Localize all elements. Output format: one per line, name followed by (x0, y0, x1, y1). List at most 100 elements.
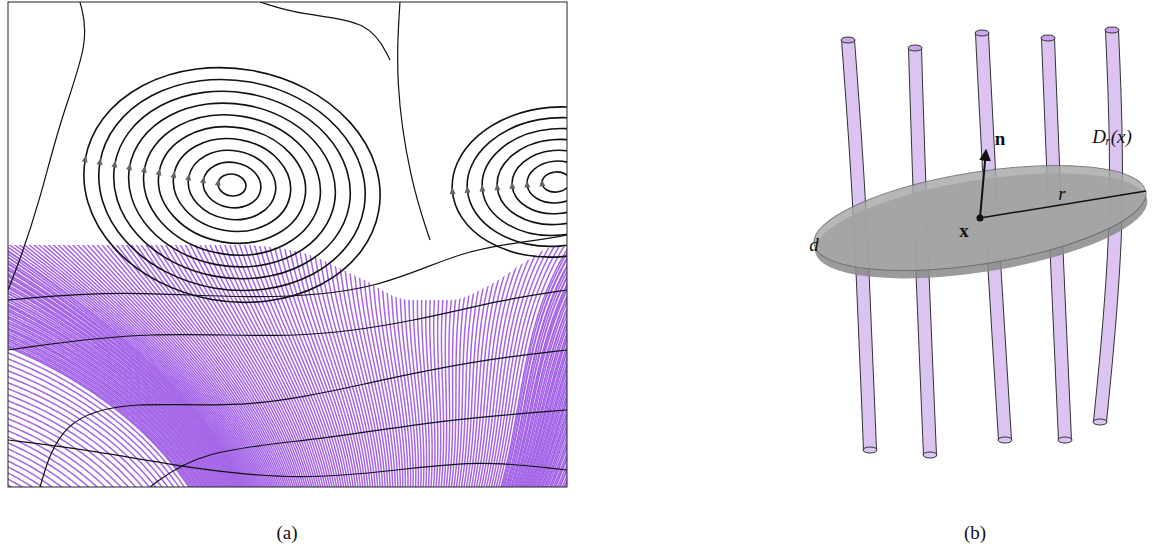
fibre-line (8, 424, 112, 487)
fibre-line (539, 406, 567, 487)
fibre-field (8, 240, 567, 487)
fibre-line (529, 364, 567, 487)
streamline (398, 2, 430, 240)
fibre-line (458, 240, 488, 487)
fibre-line (8, 358, 184, 487)
streamline (541, 171, 567, 194)
streamline (150, 410, 567, 487)
fibre-line (413, 240, 424, 487)
streamline (115, 87, 348, 283)
fibre-line (363, 240, 395, 487)
flow-arrow (494, 183, 501, 190)
flow-arrow (539, 179, 546, 186)
fibre-line (532, 376, 567, 487)
streamline (216, 172, 247, 198)
tube-cap (863, 447, 877, 453)
streamline (200, 158, 265, 213)
fibre-line (8, 430, 103, 487)
fibre-line (8, 298, 226, 487)
figure-label: r (1058, 184, 1065, 203)
flow-arrow (97, 157, 104, 165)
fibre-line (8, 400, 142, 487)
fibre-line (8, 364, 179, 487)
fibre-line (8, 310, 218, 487)
fibre-line (8, 250, 247, 487)
streamline (183, 144, 282, 227)
fibre-line (8, 394, 148, 487)
fibre-line (323, 240, 376, 487)
fibre-line (8, 304, 222, 487)
disk (807, 146, 1153, 289)
fibre-line (63, 240, 267, 487)
fibre-line (8, 454, 70, 487)
flow-panel (8, 2, 567, 487)
streamline (8, 2, 85, 290)
fibre-line (417, 240, 426, 487)
fibre-line (273, 240, 352, 487)
fibre-line (228, 240, 331, 487)
streamline (166, 129, 298, 240)
figure-label: Dᵣ(x) (1092, 127, 1131, 146)
fibre-line (534, 388, 567, 487)
streamline (525, 159, 567, 206)
fibre-line (373, 240, 401, 487)
fibre-line (511, 292, 567, 487)
fibre-line (426, 240, 433, 487)
fibre-line (8, 256, 244, 487)
fibre-line (8, 376, 168, 487)
flow-arrow (200, 176, 207, 184)
streamline (494, 135, 567, 230)
fibre-line (8, 286, 232, 487)
streamline (260, 2, 390, 60)
streamline (8, 235, 567, 300)
figure-label: (b) (964, 523, 986, 542)
streamline (40, 350, 567, 487)
tube-cap (1105, 27, 1119, 33)
streamline (509, 147, 567, 218)
fibre-line (223, 240, 329, 487)
flow-arrow (141, 165, 148, 173)
figure-label: x (959, 221, 969, 240)
fibre-line (8, 274, 237, 487)
fibre-line (8, 412, 127, 487)
fibre-line (8, 240, 238, 487)
fibre-line (505, 268, 567, 487)
fibre-line (8, 340, 199, 487)
fibre-line (338, 240, 383, 487)
fibre-line (348, 240, 388, 487)
flow-arrow (215, 178, 222, 186)
fibre-line (368, 240, 398, 487)
streamlines (8, 2, 567, 487)
figure-label: n (995, 129, 1006, 148)
streamline (82, 59, 382, 311)
streamline (132, 101, 331, 269)
streamline (462, 110, 567, 253)
fibre-line (8, 316, 215, 487)
figure-label: (a) (276, 523, 297, 542)
tube-cap (1041, 35, 1055, 41)
fibre-line (559, 472, 567, 487)
fibre-line (8, 466, 51, 487)
fibre-line (8, 460, 61, 487)
fibre-line (562, 478, 567, 487)
flow-arrow (126, 162, 133, 170)
tube-cap (841, 37, 855, 43)
tube-cap (1093, 419, 1107, 425)
fibre-line (343, 240, 386, 487)
streamline (8, 290, 567, 350)
flow-arrow (524, 180, 531, 187)
fibre-line (8, 436, 96, 487)
flow-arrow (464, 186, 471, 193)
flow-arrow (185, 173, 192, 181)
fibre-line (8, 370, 173, 487)
flow-arrow (82, 155, 89, 163)
fibre-line (537, 400, 567, 487)
fibre-line (543, 424, 567, 487)
disk-panel (807, 27, 1155, 458)
flow-arrow (170, 170, 177, 178)
streamline (446, 98, 567, 265)
fibre-line (409, 240, 421, 487)
fibre-line (516, 310, 567, 487)
